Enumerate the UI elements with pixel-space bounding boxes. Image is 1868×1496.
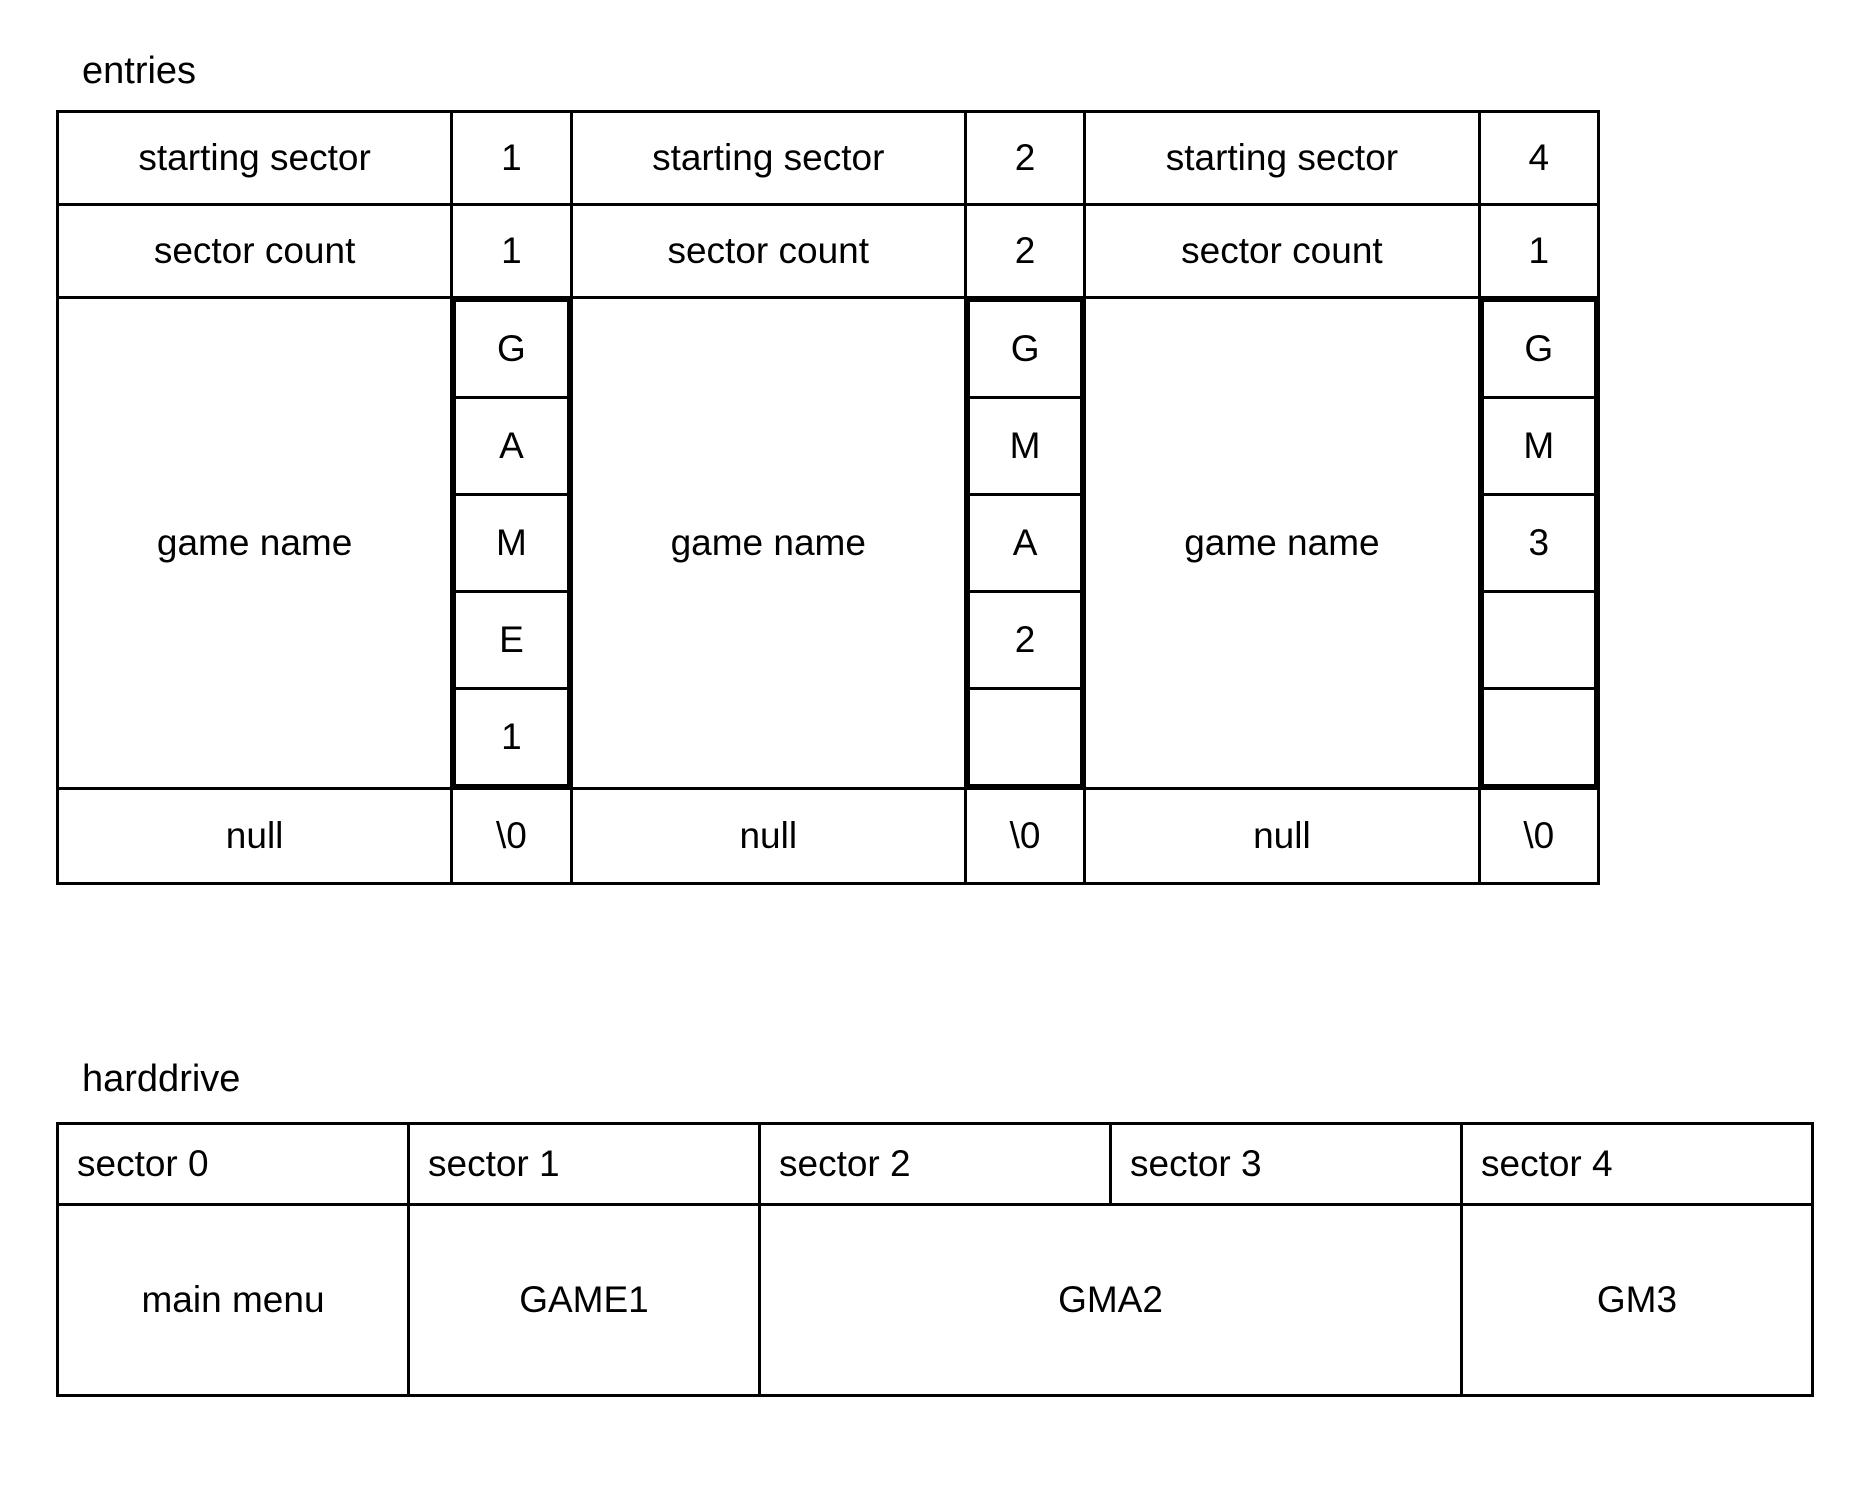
entry-1-sector-count-value: 2 — [963, 203, 1087, 299]
harddrive-content-row: main menu GAME1 GMA2 GM3 — [56, 1203, 1814, 1397]
entry-1-char-0: G — [966, 299, 1084, 399]
harddrive-sector-3-header: sector 3 — [1109, 1122, 1463, 1206]
entry-2-game-name-chars: G M 3 — [1477, 296, 1601, 790]
entry-2-char-2: 3 — [1480, 493, 1598, 593]
entry-2-game-name-label: game name — [1083, 296, 1481, 790]
entry-1-char-3: 2 — [966, 590, 1084, 690]
entry-1-game-name-chars: G M A 2 — [963, 296, 1087, 790]
harddrive-table: sector 0 sector 1 sector 2 sector 3 sect… — [56, 1122, 1814, 1397]
entry-0-null-value: \0 — [450, 787, 573, 885]
entries-starting-sector-row: starting sector 1 starting sector 2 star… — [55, 110, 1601, 206]
harddrive-content-main-menu: main menu — [56, 1203, 410, 1397]
entry-2-null-label: null — [1083, 787, 1481, 885]
entry-0-sector-count-label: sector count — [55, 203, 454, 299]
entry-1-char-2: A — [966, 493, 1084, 593]
harddrive-content-game1: GAME1 — [407, 1203, 761, 1397]
entry-1-game-name-label: game name — [569, 296, 967, 790]
harddrive-sector-header-row: sector 0 sector 1 sector 2 sector 3 sect… — [56, 1122, 1814, 1206]
entry-0-null-label: null — [55, 787, 454, 885]
harddrive-sector-1-header: sector 1 — [407, 1122, 761, 1206]
entry-0-char-4: 1 — [453, 687, 570, 787]
entry-1-starting-sector-label: starting sector — [569, 110, 967, 206]
entry-0-char-3: E — [453, 590, 570, 690]
entry-0-char-2: M — [453, 493, 570, 593]
harddrive-sector-4-header: sector 4 — [1460, 1122, 1814, 1206]
entry-0-starting-sector-value: 1 — [450, 110, 573, 206]
harddrive-content-gma2: GMA2 — [758, 1203, 1463, 1397]
entry-2-null-value: \0 — [1477, 787, 1601, 885]
entry-1-char-1: M — [966, 396, 1084, 496]
entry-0-game-name-label: game name — [55, 296, 454, 790]
entry-2-starting-sector-value: 4 — [1477, 110, 1601, 206]
entry-0-starting-sector-label: starting sector — [55, 110, 454, 206]
entry-1-null-value: \0 — [963, 787, 1087, 885]
entry-1-null-label: null — [569, 787, 967, 885]
entry-0-char-0: G — [453, 299, 570, 399]
entries-null-row: null \0 null \0 null \0 — [55, 787, 1601, 885]
entry-1-starting-sector-value: 2 — [963, 110, 1087, 206]
harddrive-content-gm3: GM3 — [1460, 1203, 1814, 1397]
entry-0-game-name-chars: G A M E 1 — [450, 296, 573, 790]
entries-sector-count-row: sector count 1 sector count 2 sector cou… — [55, 203, 1601, 299]
entry-0-char-1: A — [453, 396, 570, 496]
entry-2-char-3 — [1480, 590, 1598, 690]
entries-table: starting sector 1 starting sector 2 star… — [55, 110, 1601, 885]
harddrive-sector-0-header: sector 0 — [56, 1122, 410, 1206]
entry-1-char-4 — [966, 687, 1084, 787]
entry-2-char-1: M — [1480, 396, 1598, 496]
entry-2-starting-sector-label: starting sector — [1083, 110, 1481, 206]
entries-game-name-row: game name G A M E 1 game name G M A 2 ga… — [55, 296, 1601, 790]
harddrive-section-label: harddrive — [82, 1058, 241, 1100]
entries-section-label: entries — [82, 50, 197, 92]
entry-2-char-4 — [1480, 687, 1598, 787]
entry-1-sector-count-label: sector count — [569, 203, 967, 299]
entry-2-sector-count-value: 1 — [1477, 203, 1601, 299]
entry-2-char-0: G — [1480, 299, 1598, 399]
harddrive-sector-2-header: sector 2 — [758, 1122, 1112, 1206]
entry-0-sector-count-value: 1 — [450, 203, 573, 299]
entry-2-sector-count-label: sector count — [1083, 203, 1481, 299]
